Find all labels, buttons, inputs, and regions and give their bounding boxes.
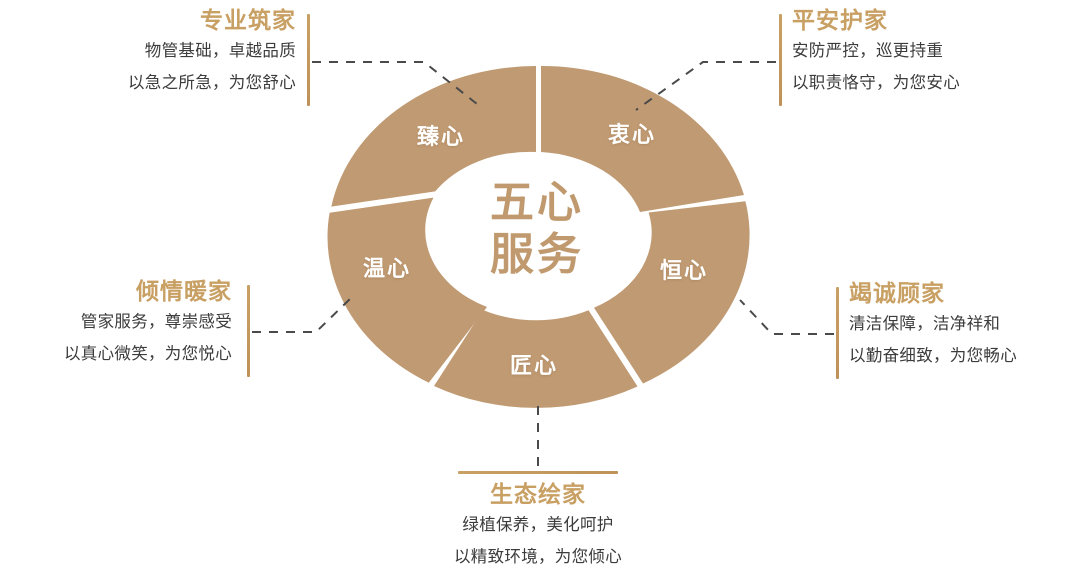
callout-line1-shengtai-huijia: 绿植保养，美化呵护 bbox=[462, 515, 614, 534]
callout-line1-pingan-hujia: 安防严控，巡更持重 bbox=[792, 41, 944, 60]
callout-line2-shengtai-huijia: 以精致环境，为您倾心 bbox=[454, 547, 622, 566]
segment-label-jiangxin: 匠心 bbox=[510, 353, 559, 378]
callout-line2-qingqing-nuanjia: 以真心微笑，为您悦心 bbox=[64, 344, 232, 363]
segment-label-hengxin: 恒心 bbox=[660, 258, 709, 283]
connector-line-zhuanye-zhujia bbox=[312, 61, 478, 105]
callout-title-zhuanye-zhujia: 专业筑家 bbox=[200, 7, 296, 33]
connector-line-pingan-hujia bbox=[635, 61, 776, 111]
connector-line-qingqing-nuanjia bbox=[252, 296, 353, 333]
callout-title-qingqing-nuanjia: 倾情暖家 bbox=[136, 278, 232, 304]
accent-bar-zhuanye-zhujia bbox=[307, 14, 310, 106]
callout-line2-jiecheng-gujia: 以勤奋细致，为您畅心 bbox=[849, 346, 1017, 365]
callout-line1-zhuanye-zhujia: 物管基础，卓越品质 bbox=[144, 41, 296, 60]
segment-label-zhenxin: 臻心 bbox=[417, 124, 466, 149]
callout-title-jiecheng-gujia: 竭诚顾家 bbox=[849, 280, 945, 306]
donut-segment-hengxin[interactable] bbox=[594, 201, 750, 384]
callout-line2-pingan-hujia: 以职责恪守，为您安心 bbox=[792, 73, 960, 92]
callout-jiecheng-gujia[interactable]: 竭诚顾家 清洁保障，洁净祥和 以勤奋细致，为您畅心 bbox=[849, 279, 1080, 372]
segment-label-zhongxin: 衷心 bbox=[608, 122, 657, 147]
callout-line1-jiecheng-gujia: 清洁保障，洁净祥和 bbox=[849, 314, 1001, 333]
accent-bar-jiecheng-gujia bbox=[836, 287, 839, 379]
callout-zhuanye-zhujia[interactable]: 专业筑家 物管基础，卓越品质 以急之所急，为您舒心 bbox=[28, 6, 296, 99]
callout-pingan-hujia[interactable]: 平安护家 安防严控，巡更持重 以职责恪守，为您安心 bbox=[792, 6, 1062, 99]
callout-line1-qingqing-nuanjia: 管家服务，尊崇感受 bbox=[80, 312, 232, 331]
callout-shengtai-huijia[interactable]: 生态绘家 绿植保养，美化呵护 以精致环境，为您倾心 bbox=[418, 480, 658, 573]
donut-segment-zhenxin[interactable] bbox=[331, 66, 536, 207]
callout-title-shengtai-huijia: 生态绘家 bbox=[490, 481, 586, 507]
donut-segment-jiangxin[interactable] bbox=[434, 310, 638, 408]
segment-label-wenxin: 温心 bbox=[363, 256, 412, 281]
donut-segment-wenxin[interactable] bbox=[327, 197, 487, 383]
callout-title-pingan-hujia: 平安护家 bbox=[792, 7, 888, 33]
callout-qingqing-nuanjia[interactable]: 倾情暖家 管家服务，尊崇感受 以真心微笑，为您悦心 bbox=[0, 277, 232, 370]
callout-line2-zhuanye-zhujia: 以急之所急，为您舒心 bbox=[128, 73, 296, 92]
accent-bar-shengtai-huijia bbox=[458, 471, 618, 474]
accent-bar-pingan-hujia bbox=[779, 14, 782, 106]
connector-line-jiecheng-gujia bbox=[739, 299, 834, 335]
accent-bar-qingqing-nuanjia bbox=[247, 285, 250, 377]
donut-segment-zhongxin[interactable] bbox=[541, 65, 744, 212]
